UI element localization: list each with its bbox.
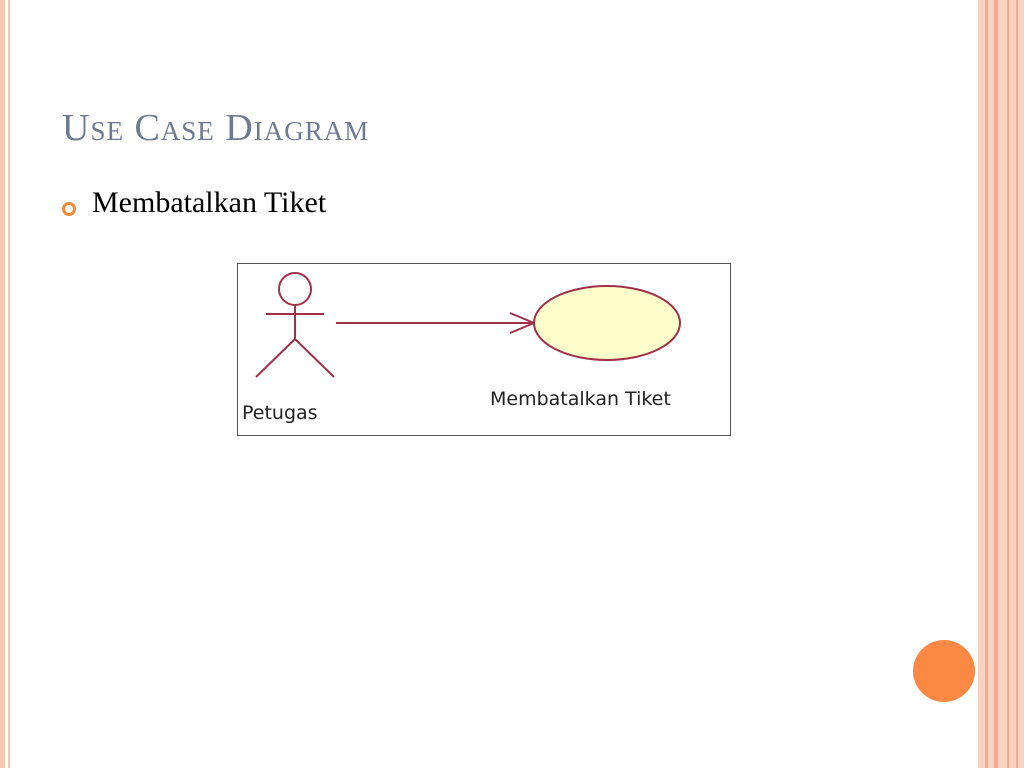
left-border-line — [8, 0, 10, 768]
accent-circle — [913, 640, 975, 702]
use-case-diagram: Petugas Membatalkan Tiket — [237, 263, 731, 436]
right-border-line — [985, 0, 988, 768]
actor-label: Petugas — [242, 402, 318, 424]
actor-figure — [255, 272, 335, 378]
use-case-label: Membatalkan Tiket — [490, 388, 671, 410]
actor-left-leg — [255, 338, 296, 378]
right-border-line — [1016, 0, 1018, 768]
use-case-ellipse — [533, 285, 681, 361]
actor-right-leg — [294, 338, 335, 378]
bullet-icon — [62, 202, 76, 216]
actor-head — [278, 272, 312, 306]
right-border-line — [994, 0, 998, 768]
right-border-line — [1007, 0, 1009, 768]
diagram-canvas — [255, 272, 681, 378]
association-arrow — [336, 312, 537, 334]
left-border-stripe — [0, 0, 5, 768]
slide-title: Use Case Diagram — [62, 107, 370, 149]
bullet-text: Membatalkan Tiket — [92, 186, 327, 219]
